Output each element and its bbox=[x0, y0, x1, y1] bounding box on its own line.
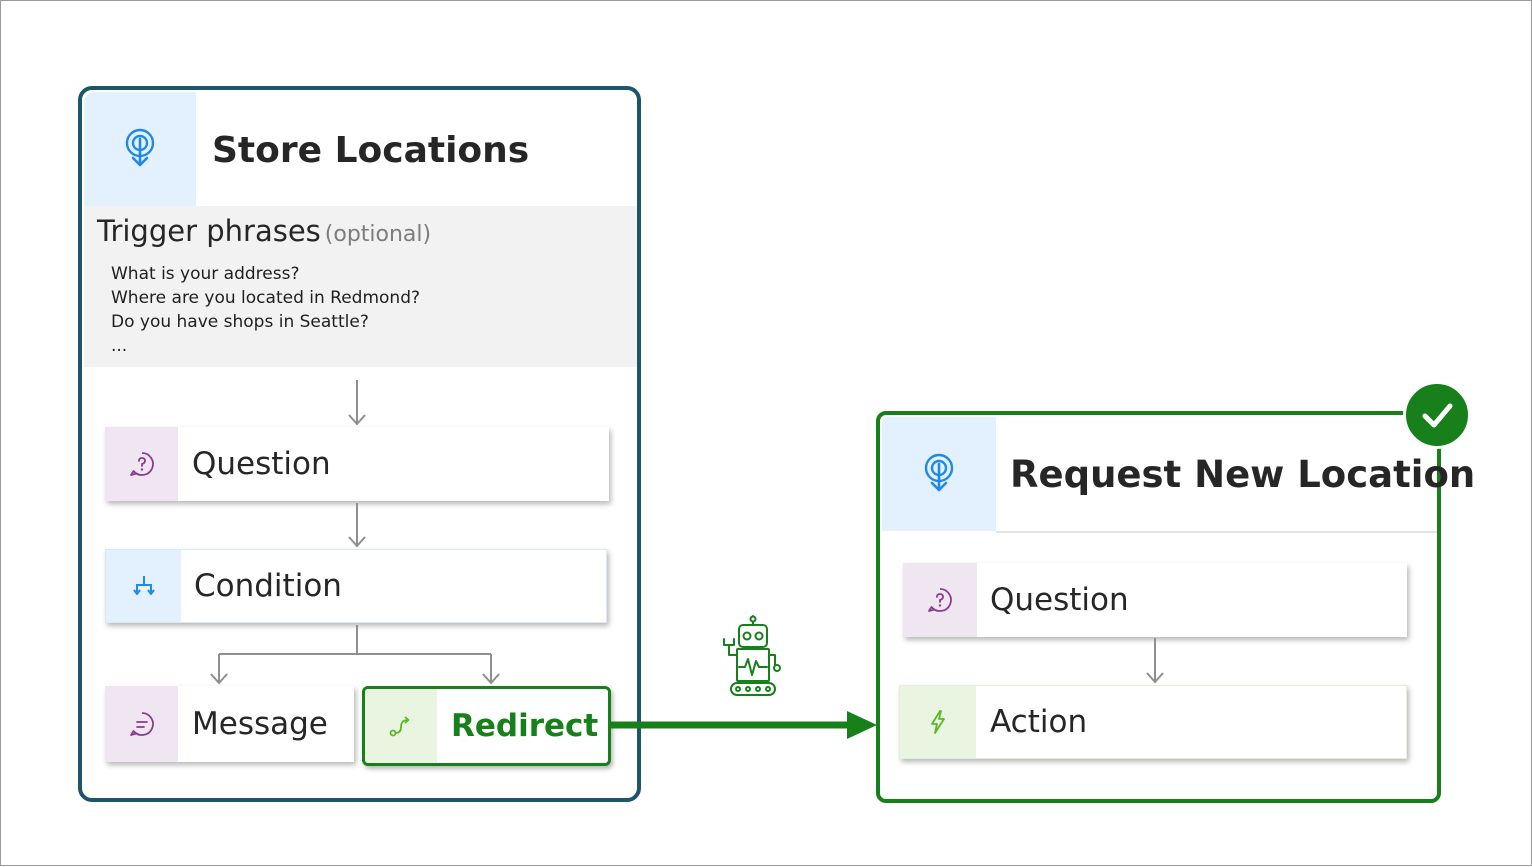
header-divider bbox=[996, 531, 1437, 533]
message-node[interactable]: Message bbox=[105, 686, 354, 762]
question-icon bbox=[105, 427, 178, 501]
message-icon bbox=[105, 686, 178, 762]
question-label: Question bbox=[990, 582, 1129, 618]
redirect-arrow bbox=[611, 711, 877, 739]
trigger-phrases-label: Trigger phrases bbox=[97, 214, 321, 248]
topic-trigger-icon bbox=[882, 417, 996, 531]
robot-icon bbox=[723, 615, 781, 696]
flow-arrow bbox=[348, 380, 366, 426]
checkmark-icon bbox=[1403, 381, 1471, 449]
flow-arrow bbox=[482, 654, 500, 685]
action-lightning-icon bbox=[900, 686, 976, 758]
flow-arrow bbox=[348, 503, 366, 548]
redirect-node[interactable]: Redirect bbox=[362, 686, 611, 766]
topic-trigger-icon bbox=[84, 92, 196, 206]
trigger-phrase-ellipsis: ... bbox=[111, 336, 128, 356]
question-node[interactable]: Question bbox=[903, 563, 1407, 637]
action-node[interactable]: Action bbox=[899, 685, 1407, 759]
trigger-phrase: What is your address? bbox=[111, 264, 300, 284]
action-label: Action bbox=[990, 704, 1088, 740]
redirect-label: Redirect bbox=[451, 708, 599, 744]
trigger-phrases-heading: Trigger phrases(optional) bbox=[97, 214, 431, 248]
trigger-phrase: Where are you located in Redmond? bbox=[111, 288, 421, 308]
question-icon bbox=[903, 563, 977, 637]
condition-label: Condition bbox=[194, 568, 342, 604]
flow-arrow bbox=[1146, 638, 1164, 684]
redirect-icon bbox=[365, 689, 437, 763]
question-label: Question bbox=[192, 446, 331, 482]
flow-arrow bbox=[210, 654, 228, 685]
condition-node[interactable]: Condition bbox=[105, 549, 607, 623]
message-label: Message bbox=[192, 706, 328, 742]
store-locations-title: Store Locations bbox=[212, 130, 530, 171]
trigger-phrase: Do you have shops in Seattle? bbox=[111, 312, 369, 332]
request-new-location-title: Request New Location bbox=[1010, 453, 1476, 496]
question-node[interactable]: Question bbox=[105, 427, 609, 501]
condition-branch-icon bbox=[106, 550, 181, 622]
trigger-phrases-panel: Trigger phrases(optional) What is your a… bbox=[84, 206, 637, 367]
optional-label: (optional) bbox=[324, 222, 432, 247]
trigger-phrase-list: What is your address? Where are you loca… bbox=[111, 262, 420, 358]
branch-connector bbox=[219, 625, 491, 655]
